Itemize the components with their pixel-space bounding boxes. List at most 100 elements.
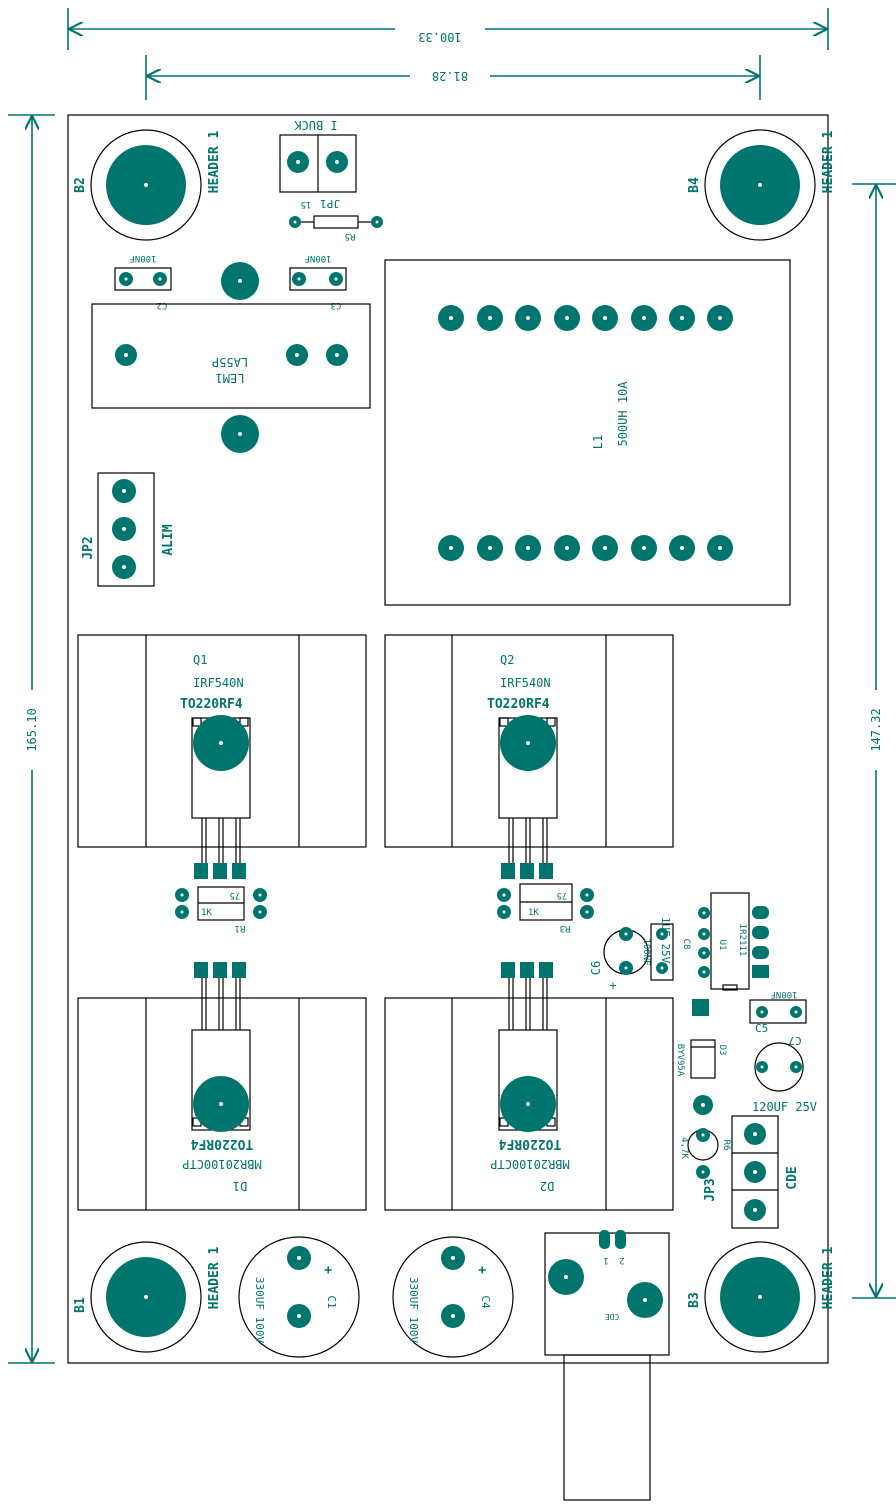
- r6-value: 4,7K: [679, 1137, 689, 1159]
- c4-polarity: +: [474, 1266, 489, 1274]
- resistor-r5: 15 R5: [289, 199, 383, 241]
- jp1-label: I BUCK: [294, 118, 338, 132]
- inductor-l1: L1 500UH 10A: [384, 259, 791, 606]
- d3-value: BYV95A: [675, 1044, 685, 1077]
- c3-value: 100NF: [304, 253, 331, 263]
- d2-package: TO220RF4: [499, 1136, 562, 1151]
- capacitor-c2: 100NF C2: [114, 253, 172, 310]
- l1-bottom-pads: [438, 535, 733, 561]
- jp3-ref: JP3: [703, 1178, 718, 1201]
- d1-ref: D1: [233, 1179, 247, 1193]
- cde-connector: 1 2 CDE: [544, 1230, 670, 1501]
- capacitor-c4: + C4 330UF 100V: [392, 1236, 514, 1358]
- header-b1: B1 HEADER 1: [73, 1241, 222, 1353]
- header-b3: B3 HEADER 1: [687, 1241, 836, 1353]
- r3-ref: R3: [560, 923, 571, 933]
- l1-top-pads: [438, 305, 733, 331]
- header-b1-value: HEADER 1: [207, 1247, 222, 1310]
- l1-value: 500UH 10A: [616, 381, 630, 447]
- r1-value2: 75: [230, 890, 241, 900]
- r3-value1: 1K: [528, 908, 539, 918]
- header-b3-ref: B3: [687, 1292, 702, 1308]
- d1-package: TO220RF4: [191, 1136, 254, 1151]
- q2-package: TO220RF4: [487, 697, 550, 712]
- ic-u1: U1 IR2111: [698, 892, 769, 991]
- c5-ref: C5: [755, 1022, 768, 1035]
- c4-value: 330UF 100V: [407, 1277, 420, 1344]
- jp3-connector: JP3 CDE: [703, 1115, 800, 1229]
- r1-ref: R1: [235, 923, 246, 933]
- u1-ref: U1: [717, 940, 727, 951]
- diode-d3: BYV95A D3: [675, 999, 727, 1079]
- dimension-height-inner-label: 147.32: [869, 708, 883, 751]
- c1-ref: C1: [325, 1295, 338, 1308]
- l1-ref: L1: [591, 435, 605, 449]
- q1-value: IRF540N: [193, 676, 244, 690]
- lem1-ref: LEM1: [216, 371, 245, 385]
- board-outline: [67, 114, 829, 1364]
- dimension-width-inner-label: 81.28: [432, 69, 468, 83]
- c5-value: 100NF: [770, 989, 797, 999]
- diode-d2: TO220RF4 MBR20100CTP D2: [384, 962, 674, 1211]
- c7-value: 120UF 25V: [752, 1100, 817, 1114]
- transistor-q2: Q2 IRF540N TO220RF4: [384, 634, 674, 879]
- c8-value: 100NF: [641, 938, 651, 965]
- resistor-r3: 75 1K R3: [497, 883, 594, 933]
- capacitor-c6: C6 + 1UF 25V: [589, 917, 672, 993]
- capacitor-c1: + C1 330UF 100V: [238, 1236, 360, 1358]
- d2-value: MBR20100CTP: [490, 1157, 569, 1171]
- resistor-r6: 4,7K R6: [679, 1095, 731, 1179]
- c4-ref: C4: [479, 1295, 492, 1309]
- capacitor-c5: 100NF C5: [749, 989, 807, 1035]
- header-b4-ref: B4: [687, 177, 702, 193]
- dimension-height-total: 165.10: [8, 114, 55, 1364]
- transistor-q1: Q1 IRF540N TO220RF4: [77, 634, 367, 879]
- lem1-value: LA55P: [212, 355, 248, 369]
- header-b1-ref: B1: [73, 1297, 88, 1313]
- dimension-width-inner: 81.28: [145, 55, 761, 100]
- header-b4-value: HEADER 1: [821, 131, 836, 194]
- u1-value: IR2111: [737, 924, 747, 957]
- header-b2: B2 HEADER 1: [73, 129, 222, 241]
- jp1-connector: I BUCK JP1: [279, 118, 357, 210]
- current-sensor-lem1: LA55P LEM1: [91, 262, 371, 453]
- jp2-connector: JP2 ALIM: [81, 472, 176, 587]
- dimension-height-total-label: 165.10: [25, 708, 39, 751]
- q1-ref: Q1: [193, 653, 207, 667]
- capacitor-c7: C7 120UF 25V: [752, 1034, 817, 1114]
- diode-d1: TO220RF4 MBR20100CTP D1: [77, 962, 367, 1211]
- header-b2-value: HEADER 1: [207, 131, 222, 194]
- c8-ref: C8: [681, 939, 691, 950]
- q2-value: IRF540N: [500, 676, 551, 690]
- c6-ref: C6: [589, 961, 603, 975]
- q2-ref: Q2: [500, 653, 514, 667]
- capacitor-c8: 100NF C8: [641, 923, 691, 981]
- header-b4: B4 HEADER 1: [687, 129, 836, 241]
- dimension-width-total-label: 100.33: [418, 30, 461, 44]
- jp1-ref: JP1: [320, 197, 340, 210]
- r5-value: 15: [301, 199, 312, 209]
- c2-value: 100NF: [129, 253, 156, 263]
- cde-connector-label: CDE: [605, 1312, 620, 1321]
- d1-value: MBR20100CTP: [182, 1157, 261, 1171]
- r3-value2: 75: [557, 890, 568, 900]
- d2-ref: D2: [540, 1179, 554, 1193]
- dimension-width-total: 100.33: [67, 8, 829, 50]
- header-b3-value: HEADER 1: [821, 1247, 836, 1310]
- d3-ref: D3: [717, 1045, 727, 1056]
- resistor-r1: 75 1K R1: [175, 886, 267, 933]
- cde-pin1: 1: [603, 1255, 608, 1265]
- jp3-label: CDE: [785, 1166, 800, 1189]
- c1-polarity: +: [320, 1266, 335, 1274]
- cde-pin2: 2: [619, 1255, 624, 1265]
- c2-ref: C2: [157, 300, 168, 310]
- header-b2-ref: B2: [73, 177, 88, 193]
- r1-value1: 1K: [201, 908, 212, 918]
- c3-ref: C3: [331, 300, 342, 310]
- r5-ref: R5: [345, 231, 356, 241]
- jp2-ref: JP2: [81, 536, 96, 559]
- q1-package: TO220RF4: [180, 697, 243, 712]
- c6-polarity: +: [609, 979, 616, 993]
- c7-ref: C7: [788, 1034, 801, 1047]
